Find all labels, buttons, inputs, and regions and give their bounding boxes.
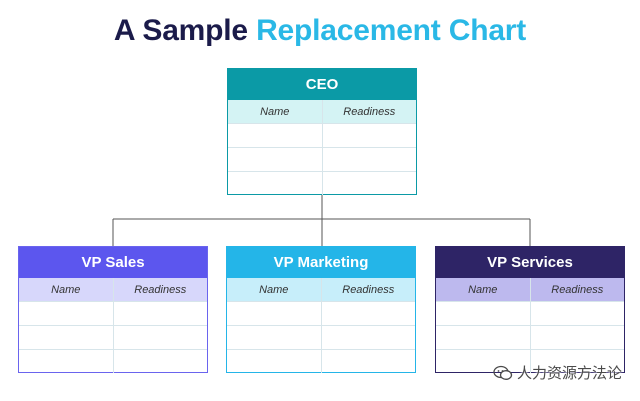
name-cell <box>436 302 530 325</box>
name-cell <box>228 172 322 195</box>
vp-services-table: VP Services Name Readiness <box>435 246 625 373</box>
column-header-row: Name Readiness <box>19 278 207 301</box>
readiness-cell <box>321 148 417 171</box>
table-row <box>436 301 624 325</box>
wechat-icon <box>493 365 513 380</box>
name-cell <box>228 124 322 147</box>
readiness-cell <box>321 172 417 195</box>
watermark-text: 人力资源方法论 <box>516 365 622 382</box>
table-header: VP Marketing <box>227 247 415 278</box>
column-header-row: Name Readiness <box>228 100 416 123</box>
readiness-cell <box>529 326 625 349</box>
title-part-1: A Sample <box>113 14 248 47</box>
table-header: CEO <box>228 69 416 100</box>
readiness-cell <box>320 350 416 373</box>
name-cell <box>19 302 113 325</box>
column-name: Name <box>260 105 290 118</box>
table-row <box>228 123 416 147</box>
column-name: Name <box>259 283 289 296</box>
column-name: Name <box>51 283 81 296</box>
readiness-cell <box>320 302 416 325</box>
column-readiness: Readiness <box>321 100 417 123</box>
column-header-row: Name Readiness <box>436 278 624 301</box>
readiness-cell <box>320 326 416 349</box>
table-row <box>228 171 416 195</box>
table-row <box>228 147 416 171</box>
table-row <box>19 349 207 373</box>
vp-sales-table: VP Sales Name Readiness <box>18 246 208 373</box>
watermark: 人力资源方法论 <box>493 362 622 383</box>
table-row <box>436 349 624 373</box>
readiness-cell <box>112 302 208 325</box>
name-cell <box>19 326 113 349</box>
table-row <box>19 325 207 349</box>
name-cell <box>228 148 322 171</box>
title-part-2: Replacement Chart <box>256 14 527 47</box>
column-name: Name <box>468 283 498 296</box>
readiness-cell <box>112 350 208 373</box>
page-title: A Sample Replacement Chart <box>0 14 640 48</box>
column-readiness: Readiness <box>320 278 416 301</box>
readiness-cell <box>529 350 625 373</box>
table-row <box>436 325 624 349</box>
column-readiness: Readiness <box>529 278 625 301</box>
table-row <box>19 301 207 325</box>
name-cell <box>227 326 321 349</box>
table-header: VP Sales <box>19 247 207 278</box>
table-row <box>227 325 415 349</box>
name-cell <box>19 350 113 373</box>
readiness-cell <box>321 124 417 147</box>
table-row <box>227 301 415 325</box>
table-header: VP Services <box>436 247 624 278</box>
ceo-table: CEO Name Readiness <box>227 68 417 195</box>
readiness-cell <box>112 326 208 349</box>
column-readiness: Readiness <box>112 278 208 301</box>
readiness-cell <box>529 302 625 325</box>
table-row <box>227 349 415 373</box>
name-cell <box>227 302 321 325</box>
name-cell <box>436 326 530 349</box>
column-header-row: Name Readiness <box>227 278 415 301</box>
name-cell <box>227 350 321 373</box>
vp-marketing-table: VP Marketing Name Readiness <box>226 246 416 373</box>
